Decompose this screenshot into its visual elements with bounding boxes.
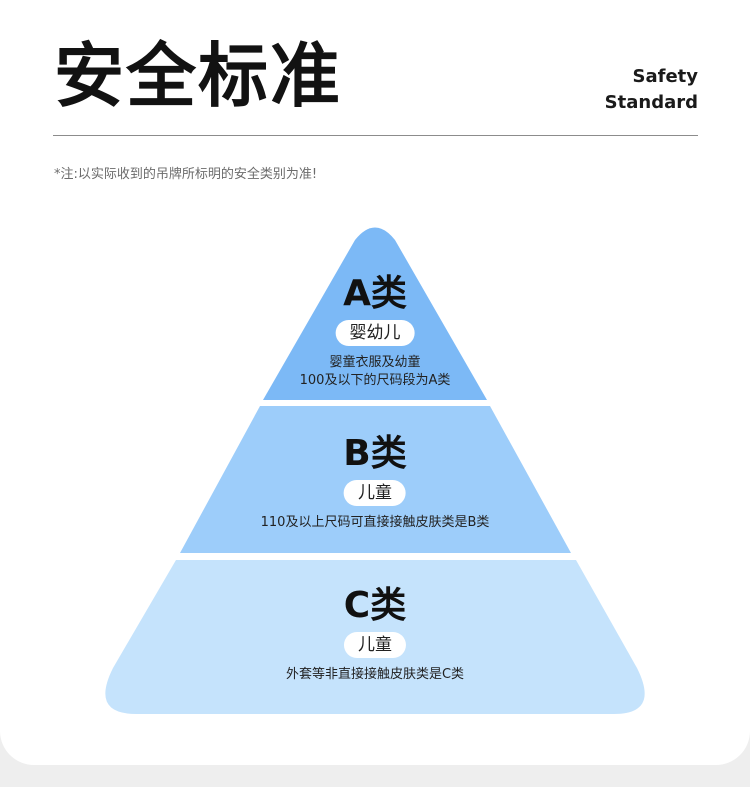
content-card: 安全标准 Safety Standard *注:以实际收到的吊牌所标明的安全类别… bbox=[0, 0, 750, 765]
tier-c-label: C类 儿童 外套等非直接接触皮肤类是C类 bbox=[286, 586, 464, 684]
tier-a-description: 婴童衣服及幼童 100及以下的尺码段为A类 bbox=[300, 354, 451, 390]
disclaimer-note: *注:以实际收到的吊牌所标明的安全类别为准! bbox=[54, 167, 318, 182]
tier-c-tag: 儿童 bbox=[343, 632, 406, 658]
tier-b-tag: 儿童 bbox=[343, 480, 406, 506]
tier-a-desc-line-2: 100及以下的尺码段为A类 bbox=[299, 373, 451, 388]
tier-a-shape bbox=[263, 227, 487, 400]
page-title: 安全标准 bbox=[54, 35, 342, 117]
tier-c-name: C类 bbox=[343, 585, 407, 626]
tier-a-tag: 婴幼儿 bbox=[335, 320, 415, 346]
tier-b-description: 110及以上尺码可直接接触皮肤类是B类 bbox=[260, 515, 490, 530]
divider bbox=[53, 135, 698, 136]
page-subtitle: Safety Standard bbox=[605, 64, 698, 116]
tier-c-description: 外套等非直接接触皮肤类是C类 bbox=[285, 667, 465, 682]
subtitle-line-2: Standard bbox=[604, 92, 698, 113]
tier-b-name: B类 bbox=[343, 433, 407, 474]
tier-b-label: B类 儿童 110及以上尺码可直接接触皮肤类是B类 bbox=[261, 434, 490, 532]
subtitle-line-1: Safety bbox=[632, 66, 699, 87]
tier-b-shape bbox=[180, 406, 571, 553]
tier-a-desc-line-1: 婴童衣服及幼童 bbox=[329, 355, 421, 370]
tier-a-label: A类 婴幼儿 婴童衣服及幼童 100及以下的尺码段为A类 bbox=[300, 274, 451, 390]
tier-a-name: A类 bbox=[343, 273, 407, 314]
